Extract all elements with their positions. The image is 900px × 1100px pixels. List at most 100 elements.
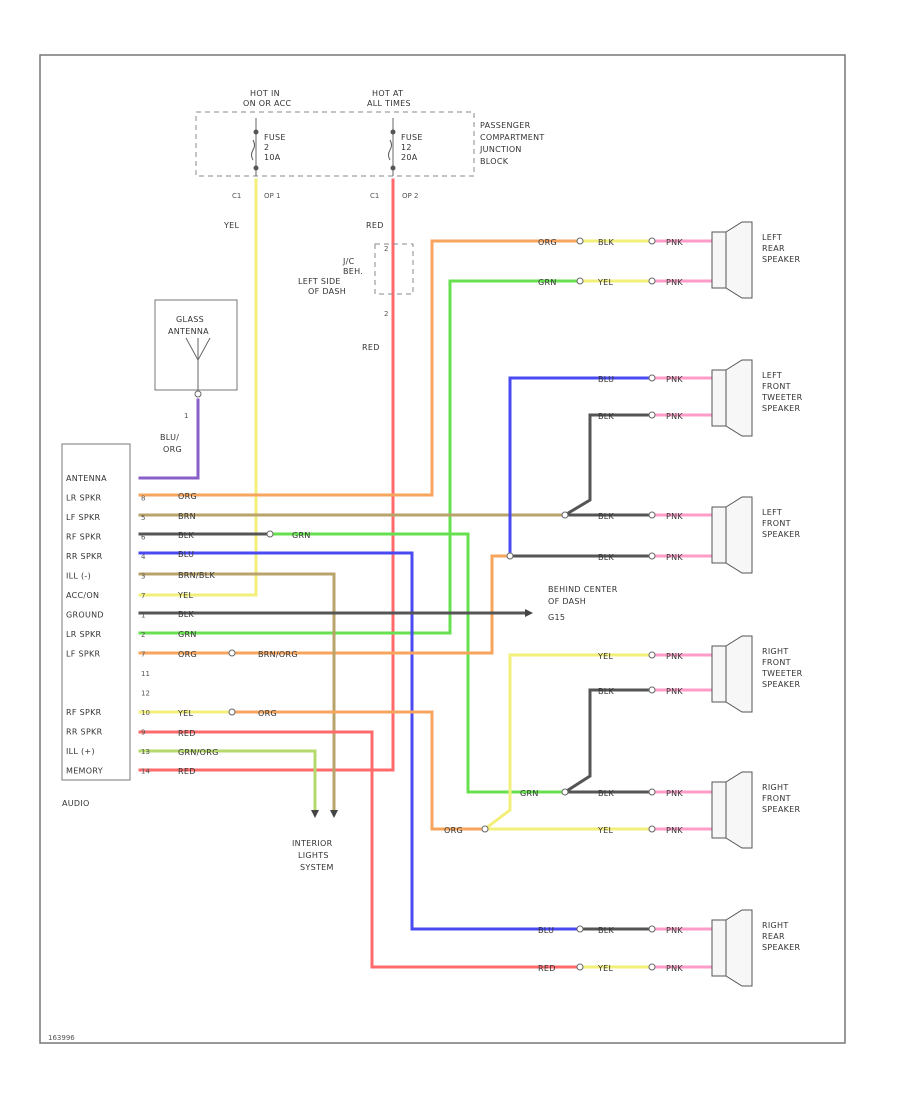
speakers-group: LEFTREARSPEAKERLEFTFRONTTWEETERSPEAKERLE… bbox=[711, 221, 803, 987]
speaker-lead-label: PNK bbox=[666, 652, 683, 661]
speaker-lead-label: PNK bbox=[666, 553, 683, 562]
antenna-wire-2: ORG bbox=[163, 445, 182, 454]
wire-label-red-mem: RED bbox=[178, 767, 196, 776]
wire-label-grn-lr: GRN bbox=[178, 630, 197, 639]
wire-label-grn-org: GRN/ORG bbox=[178, 748, 219, 757]
jc-pin-top: 2 bbox=[384, 245, 388, 253]
audio-terminal-pin: 6 bbox=[141, 534, 146, 542]
jc-label-1: J/C bbox=[342, 257, 355, 266]
wire-grn-rf bbox=[268, 532, 567, 794]
wire-label-org: ORG bbox=[178, 492, 197, 501]
speaker-lead-label: PNK bbox=[666, 512, 683, 521]
wire-antenna bbox=[138, 398, 200, 480]
sw-lft-blk: BLK bbox=[598, 412, 615, 421]
audio-terminal-label: LF SPKR bbox=[66, 513, 101, 522]
antenna-label-2: ANTENNA bbox=[168, 327, 209, 336]
sw-lr-yel: YEL bbox=[597, 278, 614, 287]
wire-org-lf2 bbox=[138, 554, 512, 655]
wire-layer bbox=[138, 178, 714, 969]
fuse-left-pin: C1 bbox=[232, 192, 241, 200]
speaker-1-icon bbox=[711, 221, 753, 299]
audio-terminal-label: RF SPKR bbox=[66, 533, 102, 542]
speaker-3-icon bbox=[711, 496, 753, 574]
wire-red-memory bbox=[138, 178, 395, 772]
speaker-lead-label: PNK bbox=[666, 789, 683, 798]
audio-terminal-label: ILL (+) bbox=[66, 747, 95, 756]
junction-block-label-3: JUNCTION bbox=[479, 145, 522, 154]
audio-terminal-pin: 12 bbox=[141, 690, 150, 698]
fuse-right-header-2: ALL TIMES bbox=[367, 99, 411, 108]
speaker-2-label: TWEETER bbox=[761, 393, 803, 402]
audio-terminal-pin: 14 bbox=[141, 768, 150, 776]
interior-lights-terminals-icon bbox=[311, 810, 338, 818]
speaker-lead-label: PNK bbox=[666, 926, 683, 935]
sw-lr-grn: GRN bbox=[538, 278, 557, 287]
speaker-6-icon bbox=[711, 909, 753, 987]
audio-terminal-pin: 8 bbox=[141, 495, 145, 503]
audio-terminal-pin: 7 bbox=[141, 592, 145, 600]
junction-block-label-2: COMPARTMENT bbox=[480, 133, 545, 142]
sw-lf-blk2: BLK bbox=[598, 553, 615, 562]
ground-icon bbox=[525, 609, 533, 617]
sw-rr-yel: YEL bbox=[597, 964, 614, 973]
junction-connector-outline bbox=[374, 243, 414, 295]
wire-label-red-mid: RED bbox=[362, 343, 380, 352]
fuse-left-label-3: 10A bbox=[264, 153, 281, 162]
interior-label-2: LIGHTS bbox=[298, 851, 329, 860]
audio-terminal-pin: 2 bbox=[141, 631, 145, 639]
fuse-right-connector: OP 2 bbox=[402, 192, 418, 200]
fuse-left-header-1: HOT IN bbox=[250, 89, 280, 98]
speaker-5-label: FRONT bbox=[762, 794, 791, 803]
speaker-6-label: REAR bbox=[762, 932, 785, 941]
fuse-right-header-1: HOT AT bbox=[372, 89, 403, 98]
fuse-left-icon bbox=[251, 118, 259, 176]
wire-red-rr bbox=[138, 730, 582, 969]
wire-label-blk-gnd: BLK bbox=[178, 610, 195, 619]
antenna-pin: 1 bbox=[184, 412, 188, 420]
speaker-2-label: LEFT bbox=[762, 371, 782, 380]
wire-label-brn-blk: BRN/BLK bbox=[178, 571, 215, 580]
wire-label-org-rf: ORG bbox=[258, 709, 277, 718]
audio-terminal-label: ANTENNA bbox=[66, 474, 107, 483]
speaker-lead-label: PNK bbox=[666, 375, 683, 384]
speaker-5-label: SPEAKER bbox=[762, 805, 801, 814]
sw-rf-grn: GRN bbox=[520, 789, 539, 798]
speaker-3-label: LEFT bbox=[762, 508, 782, 517]
sw-lft-blu: BLU bbox=[598, 375, 614, 384]
sw-rr-blk: BLK bbox=[598, 926, 615, 935]
audio-terminal-label: LF SPKR bbox=[66, 650, 101, 659]
wire-label-red-top: RED bbox=[366, 221, 384, 230]
audio-terminal-label: ACC/ON bbox=[66, 591, 99, 600]
wire-label-grn-rf: GRN bbox=[292, 531, 311, 540]
junction-block-label-4: BLOCK bbox=[480, 157, 509, 166]
wire-label-yel-rf: YEL bbox=[177, 709, 194, 718]
wire-grnorg-ill bbox=[138, 749, 317, 812]
wire-blu-rr bbox=[138, 551, 582, 931]
speaker-1-label: SPEAKER bbox=[762, 255, 801, 264]
audio-terminal-pin: 13 bbox=[141, 748, 150, 756]
junction-block-label-1: PASSENGER bbox=[480, 121, 531, 130]
jc-pin-bottom: 2 bbox=[384, 310, 388, 318]
fuse-left-label-1: FUSE bbox=[264, 133, 286, 142]
audio-terminal-pin: 7 bbox=[141, 651, 145, 659]
audio-terminal-pin: 4 bbox=[141, 553, 146, 561]
sw-lr-org: ORG bbox=[538, 238, 557, 247]
sw-rr-red: RED bbox=[538, 964, 556, 973]
inline-connectors bbox=[228, 237, 656, 971]
fuse-left-header-2: ON OR ACC bbox=[243, 99, 292, 108]
fuse-left-label-2: 2 bbox=[264, 143, 269, 152]
jc-label-3: LEFT SIDE bbox=[298, 277, 341, 286]
audio-terminal-label: LR SPKR bbox=[66, 494, 102, 503]
wire-label-brn-org: BRN/ORG bbox=[258, 650, 298, 659]
sw-rr-blu: BLU bbox=[538, 926, 554, 935]
audio-terminal-pin: 11 bbox=[141, 670, 150, 678]
audio-terminal-label: RR SPKR bbox=[66, 728, 103, 737]
wire-label-blk: BLK bbox=[178, 531, 195, 540]
speaker-lead-label: PNK bbox=[666, 278, 683, 287]
fuse-right-label-3: 20A bbox=[401, 153, 418, 162]
speaker-lead-label: PNK bbox=[666, 412, 683, 421]
fuse-right-label-1: FUSE bbox=[401, 133, 423, 142]
wire-yel-rt-tweet bbox=[482, 653, 652, 832]
